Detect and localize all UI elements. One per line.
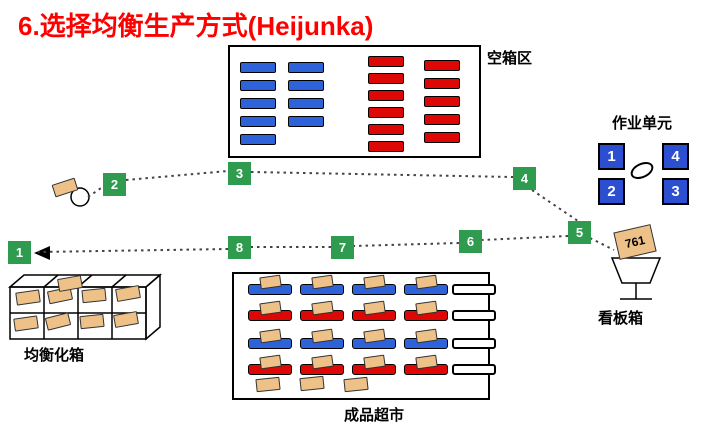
blue-kanban-bar	[240, 80, 276, 91]
route-node-7: 7	[331, 236, 354, 259]
tote-box	[343, 376, 369, 393]
blue-kanban-bar	[240, 62, 276, 73]
route-segment	[481, 235, 569, 241]
empty-lane-slot	[452, 338, 496, 349]
route-segment	[353, 242, 460, 247]
tote-box	[15, 289, 41, 306]
route-segment	[250, 171, 514, 178]
red-kanban-bar	[424, 114, 460, 125]
route-node-6: 6	[459, 230, 482, 253]
route-node-2: 2	[103, 173, 126, 196]
blue-kanban-bar	[288, 116, 324, 127]
route-node-8: 8	[228, 236, 251, 259]
route-node-4: 4	[513, 167, 536, 190]
red-kanban-bar	[368, 56, 404, 67]
page-title: 6.选择均衡生产方式(Heijunka)	[18, 11, 374, 41]
tote-box	[81, 287, 107, 304]
tote-box	[44, 312, 72, 331]
red-kanban-bar	[424, 60, 460, 71]
work-cell-unit-2: 2	[598, 178, 625, 205]
route-segment	[531, 189, 579, 222]
empty-lane-slot	[452, 364, 496, 375]
blue-kanban-bar	[288, 80, 324, 91]
work-cell-label: 作业单元	[612, 115, 673, 132]
blue-kanban-bar	[288, 62, 324, 73]
route-arrow-head	[34, 246, 50, 260]
red-kanban-bar	[368, 73, 404, 84]
blue-kanban-bar	[288, 98, 324, 109]
route-segment	[125, 170, 229, 181]
red-kanban-bar	[368, 107, 404, 118]
tote-box	[57, 275, 83, 292]
tote-box	[255, 376, 281, 393]
kanban-card-number: 761	[623, 232, 647, 252]
route-segment	[589, 237, 615, 251]
blue-kanban-bar	[240, 134, 276, 145]
supermarket-label: 成品超市	[344, 407, 405, 424]
empty-lane-slot	[452, 284, 496, 295]
route-node-1: 1	[8, 241, 31, 264]
work-cell-unit-4: 4	[662, 143, 689, 170]
red-kanban-bar	[368, 141, 404, 152]
tote-box	[299, 375, 325, 392]
red-kanban-bar	[424, 96, 460, 107]
route-segment	[37, 248, 229, 253]
kanban-stand	[610, 257, 662, 300]
red-kanban-bar	[368, 124, 404, 135]
route-node-5: 5	[568, 221, 591, 244]
cart-tote	[51, 177, 79, 198]
tote-box	[113, 311, 139, 328]
blue-kanban-bar	[240, 116, 276, 127]
blue-kanban-bar	[240, 98, 276, 109]
empty-lane-slot	[452, 310, 496, 321]
route-node-3: 3	[228, 162, 251, 185]
heijunka-box-label: 均衡化箱	[24, 347, 85, 364]
tote-box	[79, 313, 105, 330]
red-kanban-bar	[424, 78, 460, 89]
kanban-box-label: 看板箱	[598, 310, 644, 327]
work-cell-unit-1: 1	[598, 143, 625, 170]
work-cell-unit-3: 3	[662, 178, 689, 205]
tote-box	[13, 315, 39, 332]
red-kanban-bar	[424, 132, 460, 143]
empty-box-area-label: 空箱区	[487, 50, 533, 67]
red-kanban-bar	[368, 90, 404, 101]
tote-box	[115, 285, 141, 302]
